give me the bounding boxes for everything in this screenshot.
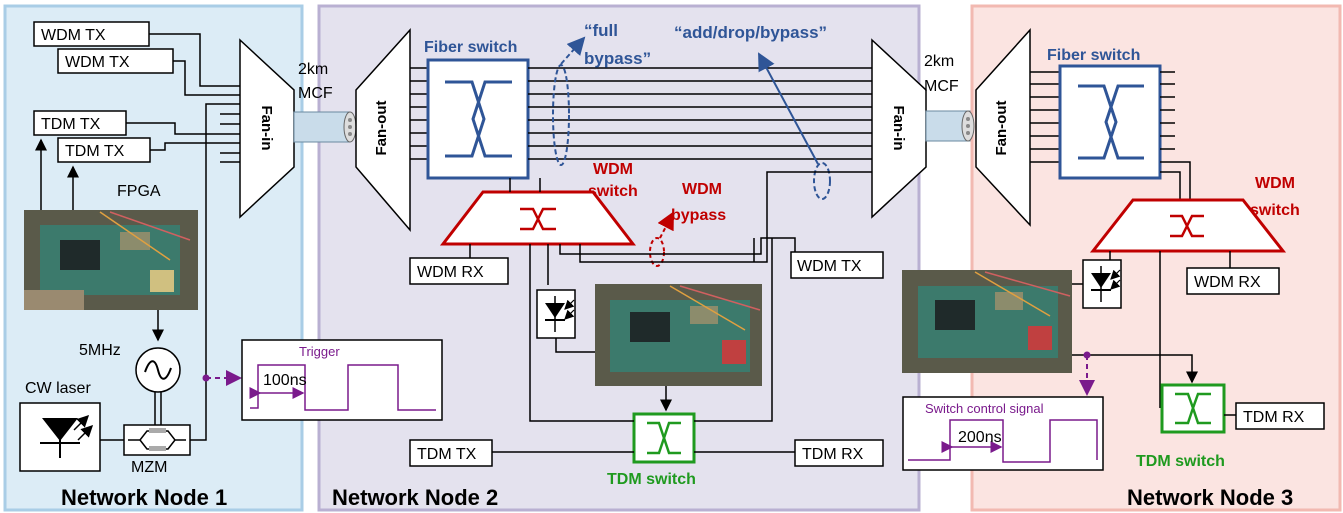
wdm-bypass-label-2: bypass	[671, 207, 726, 224]
node3-title: Network Node 3	[1127, 485, 1293, 510]
tdm-rx-node2-label: TDM RX	[802, 446, 864, 463]
fan-in-1-label: Fan-in	[258, 106, 275, 151]
wdm-tx-2-box	[790, 251, 884, 279]
tdm-switch-2-label: TDM switch	[607, 471, 696, 488]
link1-label-2: MCF	[298, 85, 333, 102]
mzm-label: MZM	[131, 459, 167, 476]
link2-label-2: MCF	[924, 78, 959, 95]
tdm-rx-3-label: TDM RX	[1243, 409, 1305, 426]
node1-title: Network Node 1	[61, 485, 227, 510]
fpga-photo-3	[902, 270, 1072, 373]
wdm-rx-3-box	[1186, 267, 1280, 295]
tdm-switch-3-label: TDM switch	[1136, 453, 1225, 470]
trigger-width-label: 100ns	[263, 372, 307, 389]
link2-label-1: 2km	[924, 53, 954, 70]
wdm-switch-2-label-2: switch	[588, 183, 638, 200]
wdm-switch-3-icon	[1170, 214, 1204, 238]
laser-diode-icon	[40, 414, 94, 458]
tdm-rx-node2-box	[794, 439, 884, 467]
wdm-switch-2-label-1: WDM	[593, 161, 633, 178]
photodiode-3-icon	[1091, 266, 1121, 302]
fiber-bundle-2a	[410, 67, 428, 160]
freq-label: 5MHz	[79, 342, 121, 359]
full-bypass-label-2: bypass”	[584, 49, 651, 68]
wdm-bypass-label-1: WDM	[682, 181, 722, 198]
fpga-photo-2	[595, 284, 762, 386]
full-bypass-label-1: “full	[584, 21, 618, 40]
fiber-switch-2-label: Fiber switch	[424, 39, 517, 56]
wdm-switch-2-icon	[520, 207, 556, 231]
fpga-label: FPGA	[117, 183, 161, 200]
tdm-tx-node2-label: TDM TX	[417, 446, 477, 463]
fiber-switch-3-label: Fiber switch	[1047, 47, 1140, 64]
fiber-bundle-3b	[1160, 71, 1175, 150]
fiber-switch-2	[426, 58, 530, 180]
trigger-waveform	[250, 364, 436, 411]
wdm-tx-stack: WDM TX WDM TX	[33, 21, 174, 74]
tdm-tx-node2-box	[409, 439, 493, 467]
wdm-switch-3-label-1: WDM	[1255, 175, 1295, 192]
add-drop-label: “add/drop/bypass”	[674, 23, 827, 42]
link1-label-1: 2km	[298, 61, 328, 78]
wdm-tx-label-1: WDM TX	[41, 27, 106, 44]
fiber-switch-2-icon	[445, 80, 512, 158]
wdm-rx-2-label: WDM RX	[417, 264, 484, 281]
wdm-tx-2-label: WDM TX	[797, 258, 862, 275]
tdm-switch-3-icon	[1175, 392, 1211, 425]
tdm-tx-stack: TDM TX TDM TX	[33, 110, 151, 163]
fpga-photo-1	[24, 210, 198, 310]
fan-in-2	[871, 38, 927, 219]
fan-in-2-label: Fan-in	[890, 106, 907, 151]
wdm-switch-3-label-2: switch	[1250, 202, 1300, 219]
tdm-switch-2-icon	[647, 421, 681, 455]
fan-out-2-label: Fan-out	[373, 101, 390, 156]
fan-out-3	[975, 28, 1031, 227]
fiber-bundle-3a	[1030, 71, 1060, 163]
fiber-bundle-2b	[528, 67, 872, 160]
wdm-rx-3-label: WDM RX	[1194, 274, 1261, 291]
tdm-rx-3-box	[1235, 402, 1325, 430]
fan-out-2	[355, 28, 411, 233]
wdm-rx-2-box	[409, 257, 509, 285]
tdm-tx-label-1: TDM TX	[41, 116, 101, 133]
tdm-tx-box-2	[57, 137, 151, 163]
fan-in-1	[239, 38, 295, 219]
photodiode-2-icon	[545, 296, 575, 332]
trigger-title: Trigger	[299, 344, 340, 359]
wdm-tx-box-2	[57, 48, 174, 74]
mcf-fiber-2	[925, 110, 975, 142]
tdm-tx-box-1	[33, 110, 127, 136]
mcf-fiber-1	[293, 111, 357, 143]
fiber-switch-3-icon	[1078, 84, 1144, 160]
control-width-label: 200ns	[958, 429, 1002, 446]
fan-out-3-label: Fan-out	[993, 101, 1010, 156]
control-title: Switch control signal	[925, 401, 1044, 416]
wdm-tx-label-2: WDM TX	[65, 54, 130, 71]
node2-title: Network Node 2	[332, 485, 498, 510]
fiber-switch-3	[1058, 64, 1162, 180]
cw-laser-label: CW laser	[25, 380, 91, 397]
trigger-scope	[241, 339, 443, 421]
tdm-tx-label-2: TDM TX	[65, 143, 125, 160]
